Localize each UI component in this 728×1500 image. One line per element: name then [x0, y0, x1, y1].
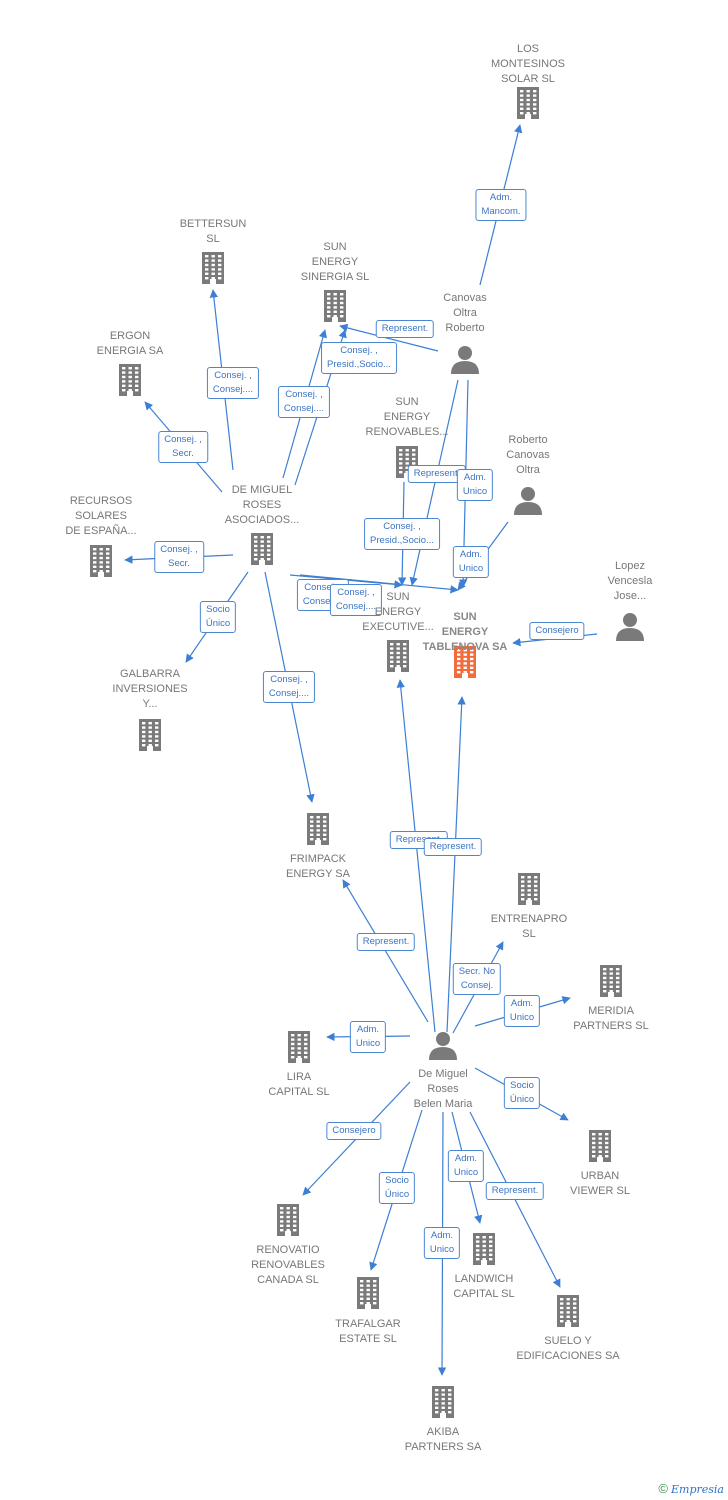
- building-icon[interactable]: [600, 965, 622, 997]
- edge-de_miguel_roses_asoc-to-sun_tablenova: [299, 574, 459, 594]
- node-label-lopez_vencesla[interactable]: Lopez Vencesla Jose...: [607, 560, 653, 602]
- node-label-ergon[interactable]: ERGON ENERGIA SA: [96, 330, 164, 357]
- building-icon[interactable]: [517, 87, 539, 119]
- building-icon[interactable]: [307, 813, 329, 845]
- edge-label[interactable]: Consej. , Consej....: [277, 386, 331, 418]
- edge-label[interactable]: Consej. , Presid.,Socio...: [364, 518, 440, 550]
- building-icon[interactable]: [251, 533, 273, 565]
- edge-label[interactable]: Consej. , Secr.: [158, 431, 208, 463]
- building-icon[interactable]: [119, 364, 141, 396]
- edge-label[interactable]: Represent.: [423, 838, 483, 856]
- building-icon[interactable]: [324, 290, 346, 322]
- edge-label[interactable]: Represent.: [407, 465, 467, 483]
- edge-de_miguel_belen-to-sun_tablenova: [446, 696, 466, 1033]
- copyright-mark: ©: [658, 1481, 668, 1496]
- building-icon[interactable]: [518, 873, 540, 905]
- building-icon[interactable]: [277, 1204, 299, 1236]
- building-icon[interactable]: [589, 1130, 611, 1162]
- brand-name: Empresia: [671, 1483, 724, 1496]
- edge-label[interactable]: Socio Único: [503, 1077, 541, 1109]
- edge-label[interactable]: Adm. Unico: [423, 1227, 461, 1259]
- node-label-los_montesinos[interactable]: LOS MONTESINOS SOLAR SL: [491, 43, 565, 85]
- node-label-frimpack[interactable]: FRIMPACK ENERGY SA: [286, 853, 350, 880]
- edge-label[interactable]: Adm. Mancom.: [475, 189, 527, 221]
- edge-de_miguel_belen-to-sun_executive: [396, 679, 436, 1033]
- edge-de_miguel_belen-to-frimpack: [342, 879, 429, 1023]
- person-icon[interactable]: [451, 346, 479, 374]
- node-label-sun_renovables[interactable]: SUN ENERGY RENOVABLES...: [365, 396, 449, 438]
- edge-label[interactable]: Adm. Unico: [503, 995, 541, 1027]
- building-icon[interactable]: [288, 1031, 310, 1063]
- edge-label[interactable]: Adm. Unico: [456, 469, 494, 501]
- node-label-bettersun[interactable]: BETTERSUN SL: [179, 218, 247, 245]
- edge-canovas_oltra-to-sun_sinergia: [339, 323, 439, 352]
- node-label-urban_viewer[interactable]: URBAN VIEWER SL: [570, 1170, 630, 1197]
- edge-label[interactable]: Adm. Unico: [349, 1021, 387, 1053]
- building-icon[interactable]: [357, 1277, 379, 1309]
- node-label-de_miguel_roses_asoc[interactable]: DE MIGUEL ROSES ASOCIADOS...: [224, 484, 300, 526]
- building-icon[interactable]: [139, 719, 161, 751]
- edge-label[interactable]: Consejero: [326, 1122, 382, 1140]
- edge-label[interactable]: Consej. , Consej....: [262, 671, 316, 703]
- edge-label[interactable]: Represent.: [485, 1182, 545, 1200]
- node-label-renovatio[interactable]: RENOVATIO RENOVABLES CANADA SL: [251, 1244, 325, 1286]
- node-label-landwich[interactable]: LANDWICH CAPITAL SL: [453, 1273, 515, 1300]
- node-label-recursos[interactable]: RECURSOS SOLARES DE ESPAÑA...: [65, 495, 137, 537]
- person-icon[interactable]: [616, 613, 644, 641]
- edge-label[interactable]: Consej. , Presid.,Socio...: [321, 342, 397, 374]
- edge-label[interactable]: Represent.: [375, 320, 435, 338]
- edge-label[interactable]: Consejero: [529, 622, 585, 640]
- node-label-roberto_canovas[interactable]: Roberto Canovas Oltra: [506, 434, 550, 476]
- building-icon[interactable]: [473, 1233, 495, 1265]
- node-label-entrenapro[interactable]: ENTRENAPRO SL: [490, 913, 568, 940]
- edge-label[interactable]: Socio Único: [378, 1172, 416, 1204]
- node-label-suelo[interactable]: SUELO Y EDIFICACIONES SA: [516, 1335, 620, 1362]
- node-label-sun_tablenova[interactable]: SUN ENERGY TABLENOVA SA: [422, 611, 508, 653]
- node-label-sun_executive[interactable]: SUN ENERGY EXECUTIVE...: [362, 591, 434, 633]
- person-icon[interactable]: [514, 487, 542, 515]
- edge-label[interactable]: Consej. , Consej....: [329, 584, 383, 616]
- node-label-de_miguel_belen[interactable]: De Miguel Roses Belen Maria: [413, 1068, 473, 1110]
- icons-layer: [90, 87, 644, 1418]
- building-icon[interactable]: [387, 640, 409, 672]
- edge-label[interactable]: Secr. No Consej.: [452, 963, 502, 995]
- brand-logo: © Empresia: [658, 1481, 724, 1496]
- edge-label[interactable]: Socio Único: [199, 601, 237, 633]
- edge-label[interactable]: Adm. Unico: [447, 1150, 485, 1182]
- node-label-akiba[interactable]: AKIBA PARTNERS SA: [404, 1426, 482, 1453]
- edge-label[interactable]: Adm. Unico: [452, 546, 490, 578]
- edge-label[interactable]: Consej. , Secr.: [154, 541, 204, 573]
- edge-label[interactable]: Consej. , Consej....: [206, 367, 260, 399]
- edge-label[interactable]: Represent.: [356, 933, 416, 951]
- node-label-galbarra[interactable]: GALBARRA INVERSIONES Y...: [112, 668, 188, 710]
- building-icon[interactable]: [90, 545, 112, 577]
- building-icon[interactable]: [557, 1295, 579, 1327]
- building-icon[interactable]: [432, 1386, 454, 1418]
- node-label-lira[interactable]: LIRA CAPITAL SL: [268, 1071, 330, 1098]
- building-icon[interactable]: [202, 252, 224, 284]
- node-label-trafalgar[interactable]: TRAFALGAR ESTATE SL: [335, 1318, 401, 1345]
- node-label-sun_sinergia[interactable]: SUN ENERGY SINERGIA SL: [300, 241, 370, 283]
- person-icon[interactable]: [429, 1032, 457, 1060]
- node-label-canovas_oltra[interactable]: Canovas Oltra Roberto: [443, 292, 487, 334]
- node-label-meridia[interactable]: MERIDIA PARTNERS SL: [573, 1005, 649, 1032]
- focus-building-icon[interactable]: [454, 646, 476, 678]
